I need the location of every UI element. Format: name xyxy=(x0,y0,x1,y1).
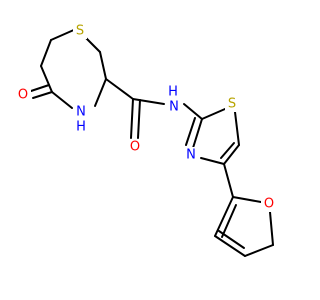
bond xyxy=(185,117,196,146)
bond xyxy=(234,111,240,146)
thiazole-nitrogen-atom: N xyxy=(183,147,199,163)
bond xyxy=(130,98,134,139)
bond xyxy=(214,196,234,237)
thiazole-sulfur-atom: S xyxy=(225,96,239,112)
bond xyxy=(99,51,107,80)
atom-label: O xyxy=(264,197,274,212)
bond xyxy=(94,78,107,107)
furan-oxygen-atom: O xyxy=(261,196,277,212)
bond xyxy=(223,144,240,165)
bond xyxy=(30,84,50,92)
molecule-diagram: S N H O H N O S N O xyxy=(15,23,277,257)
bond xyxy=(40,65,53,93)
bond xyxy=(214,235,246,257)
atom-label: N xyxy=(76,105,86,120)
bond xyxy=(244,244,274,257)
bond xyxy=(232,196,262,203)
bond xyxy=(50,28,77,41)
atom-label: O xyxy=(18,88,28,103)
bond xyxy=(32,91,53,99)
bond xyxy=(51,91,73,109)
bonds xyxy=(30,28,274,257)
bond xyxy=(137,99,141,139)
sulfur-atom: S xyxy=(73,23,87,39)
atom-label: N xyxy=(169,100,179,115)
bond xyxy=(269,211,274,246)
amide-nitrogen-atom: H N xyxy=(165,85,183,116)
atom-label: H xyxy=(168,85,178,100)
molecule-structure: S N H O H N O S N O xyxy=(15,23,277,257)
bond xyxy=(200,157,225,165)
oxygen-atom: O xyxy=(15,87,31,103)
bond xyxy=(183,103,203,120)
nitrogen-atom: N H xyxy=(73,104,89,135)
bond xyxy=(85,37,101,53)
bond xyxy=(132,98,165,105)
bond xyxy=(105,78,134,100)
atoms: S N H O H N O S N O xyxy=(15,23,277,212)
bond xyxy=(192,118,203,149)
atom-label: S xyxy=(228,97,236,112)
atom-label: H xyxy=(76,120,86,135)
atom-label: O xyxy=(130,140,140,155)
bond xyxy=(221,204,237,238)
bond xyxy=(40,39,52,67)
amide-oxygen-atom: O xyxy=(127,139,143,155)
atom-label: N xyxy=(186,148,196,163)
bond xyxy=(201,108,226,120)
atom-label: S xyxy=(76,24,84,39)
bond xyxy=(220,142,235,159)
bond xyxy=(223,163,234,198)
